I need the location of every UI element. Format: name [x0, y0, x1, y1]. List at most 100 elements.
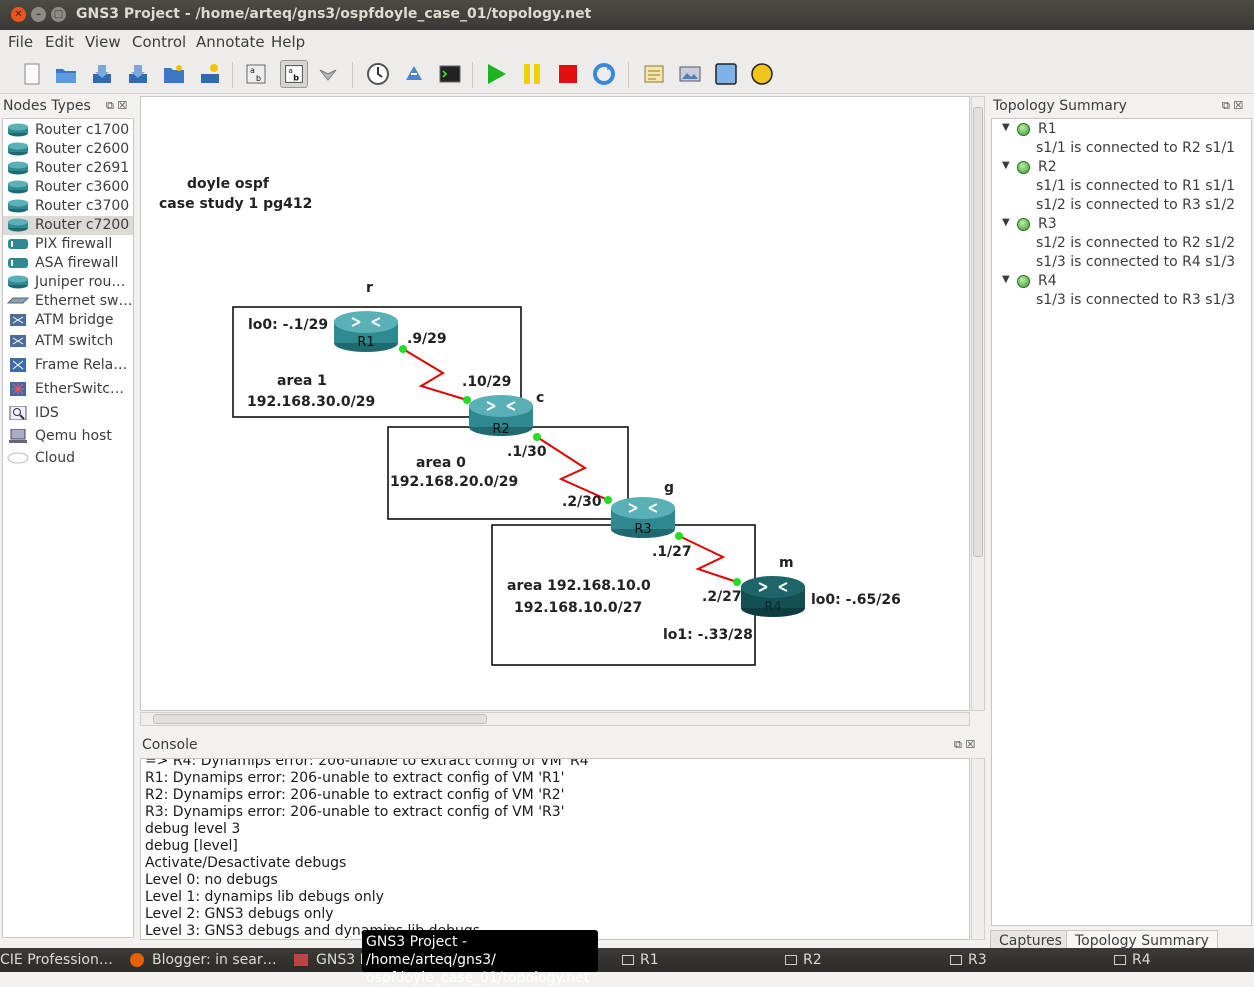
router-r2-tag[interactable]: c: [536, 390, 544, 406]
draw-rectangle-icon[interactable]: [714, 62, 738, 86]
menu-view[interactable]: View: [85, 33, 121, 51]
summary-link-item[interactable]: s1/2 is connected to R3 s1/2: [1036, 197, 1236, 213]
router-r4-tag[interactable]: m: [779, 555, 794, 571]
taskbar-item-r2[interactable]: R2: [785, 948, 925, 972]
area1-net[interactable]: 192.168.30.0/29: [247, 394, 375, 410]
link2-a-label[interactable]: .1/30: [507, 444, 547, 460]
add-link-icon[interactable]: [316, 62, 340, 86]
summary-router-name[interactable]: R3: [1038, 216, 1057, 232]
node-type-item[interactable]: Router c3600: [3, 178, 133, 197]
node-type-item[interactable]: Cloud: [3, 449, 133, 468]
tree-expand-icon[interactable]: ▼: [1002, 122, 1010, 133]
suspend-all-icon[interactable]: [520, 62, 544, 86]
area10-net[interactable]: 192.168.10.0/27: [514, 600, 642, 616]
menu-control[interactable]: Control: [132, 33, 187, 51]
maximize-window-icon[interactable]: □: [51, 7, 66, 22]
summary-link-item[interactable]: s1/1 is connected to R2 s1/1: [1036, 140, 1236, 156]
horizontal-scroll-thumb[interactable]: [153, 714, 487, 724]
preferences-icon[interactable]: [402, 62, 426, 86]
node-type-item[interactable]: Router c1700: [3, 121, 133, 140]
link3-a-label[interactable]: .1/27: [652, 544, 692, 560]
link1-a-label[interactable]: .9/29: [407, 331, 447, 347]
draw-ellipse-icon[interactable]: [750, 62, 774, 86]
node-type-item[interactable]: EtherSwitc…: [3, 380, 133, 399]
show-interface-labels-icon[interactable]: ab: [244, 62, 268, 86]
link1-b-label[interactable]: .10/29: [462, 374, 511, 390]
close-window-icon[interactable]: ✕: [11, 7, 26, 22]
insert-picture-icon[interactable]: [678, 62, 702, 86]
link-r2-r3[interactable]: [536, 436, 609, 501]
summary-link-item[interactable]: s1/3 is connected to R3 s1/3: [1036, 292, 1236, 308]
open-project-icon[interactable]: [54, 62, 78, 86]
node-type-item[interactable]: ASA firewall: [3, 254, 133, 273]
summary-link-item[interactable]: s1/3 is connected to R4 s1/3: [1036, 254, 1236, 270]
node-type-item[interactable]: IDS: [3, 404, 133, 423]
summary-router-name[interactable]: R1: [1038, 121, 1057, 137]
show-hostnames-icon[interactable]: ab: [280, 60, 308, 88]
router-r3[interactable]: R3: [611, 497, 675, 538]
tab-captures[interactable]: Captures: [990, 930, 1071, 950]
menu-help[interactable]: Help: [271, 33, 306, 51]
tree-expand-icon[interactable]: ▼: [1002, 217, 1010, 228]
area10-name[interactable]: area 192.168.10.0: [507, 578, 651, 594]
node-type-item[interactable]: Qemu host: [3, 427, 133, 446]
tab-topology-summary[interactable]: Topology Summary: [1066, 930, 1218, 950]
node-type-item[interactable]: Router c3700: [3, 197, 133, 216]
topology-summary-float-close-icon[interactable]: ⧉ ☒: [1222, 99, 1244, 112]
node-type-item[interactable]: ATM switch: [3, 332, 133, 351]
area0-name[interactable]: area 0: [416, 455, 466, 471]
node-type-item[interactable]: Router c7200: [3, 216, 133, 235]
start-all-icon[interactable]: [484, 62, 508, 86]
area1-name[interactable]: area 1: [277, 373, 327, 389]
link-r1-r2[interactable]: [402, 348, 468, 401]
link-r3-r4[interactable]: [678, 535, 738, 583]
console-scrollbar[interactable]: [971, 758, 985, 940]
note-line2[interactable]: case study 1 pg412: [159, 196, 312, 212]
topology-canvas[interactable]: doyle ospf case study 1 pg412 R1 R2 R3: [140, 96, 970, 711]
topology-diagram[interactable]: doyle ospf case study 1 pg412 R1 R2 R3: [141, 97, 970, 711]
canvas-horizontal-scrollbar[interactable]: [140, 712, 970, 726]
router-r2[interactable]: R2: [469, 395, 533, 437]
node-type-item[interactable]: Juniper rou…: [3, 273, 133, 292]
area0-net[interactable]: 192.168.20.0/29: [390, 474, 518, 490]
router-r4[interactable]: R4: [741, 576, 805, 617]
taskbar-item-r4[interactable]: R4: [1114, 948, 1244, 972]
reload-all-icon[interactable]: [592, 62, 616, 86]
area10-lo-label[interactable]: lo1: -.33/28: [663, 627, 753, 643]
folder-icon[interactable]: [162, 62, 186, 86]
summary-router-name[interactable]: R4: [1038, 273, 1057, 289]
taskbar-item-cie[interactable]: CIE Profession…: [0, 952, 113, 968]
area1-box[interactable]: [232, 306, 522, 418]
taskbar-item-blogger[interactable]: Blogger: in sear…: [130, 948, 280, 972]
taskbar-item-r3[interactable]: R3: [950, 948, 1090, 972]
console-float-close-icon[interactable]: ⧉ ☒: [954, 738, 976, 751]
stop-all-icon[interactable]: [556, 62, 580, 86]
add-note-icon[interactable]: [642, 62, 666, 86]
router-r4-lo-label[interactable]: lo0: -.65/26: [811, 592, 901, 608]
save-as-icon[interactable]: [126, 62, 150, 86]
new-project-icon[interactable]: [20, 62, 44, 86]
tree-expand-icon[interactable]: ▼: [1002, 160, 1010, 171]
node-type-item[interactable]: ATM bridge: [3, 311, 133, 330]
dock-float-close-icon[interactable]: ⧉ ☒: [106, 99, 128, 112]
node-type-item[interactable]: Router c2691: [3, 159, 133, 178]
note-line1[interactable]: doyle ospf: [187, 176, 270, 192]
minimize-window-icon[interactable]: –: [31, 7, 46, 22]
node-type-item[interactable]: Router c2600: [3, 140, 133, 159]
node-type-item[interactable]: Frame Rela…: [3, 356, 133, 375]
menu-file[interactable]: File: [8, 33, 34, 51]
import-icon[interactable]: [198, 62, 222, 86]
taskbar-item-gns3[interactable]: GNS3 P: [294, 948, 364, 972]
menu-annotate[interactable]: Annotate: [196, 33, 265, 51]
summary-link-item[interactable]: s1/2 is connected to R2 s1/2: [1036, 235, 1236, 251]
area1-lo-label[interactable]: lo0: -.1/29: [248, 317, 328, 333]
console-output[interactable]: => R4: Dynamips error: 206-unable to ext…: [140, 758, 970, 940]
menu-edit[interactable]: Edit: [45, 33, 75, 51]
link3-b-label[interactable]: .2/27: [702, 589, 742, 605]
console-all-icon[interactable]: [438, 62, 462, 86]
router-r1-tag[interactable]: r: [366, 280, 373, 296]
router-r1[interactable]: R1: [334, 311, 398, 352]
tree-expand-icon[interactable]: ▼: [1002, 274, 1010, 285]
taskbar-item-r1[interactable]: R1: [622, 948, 762, 972]
